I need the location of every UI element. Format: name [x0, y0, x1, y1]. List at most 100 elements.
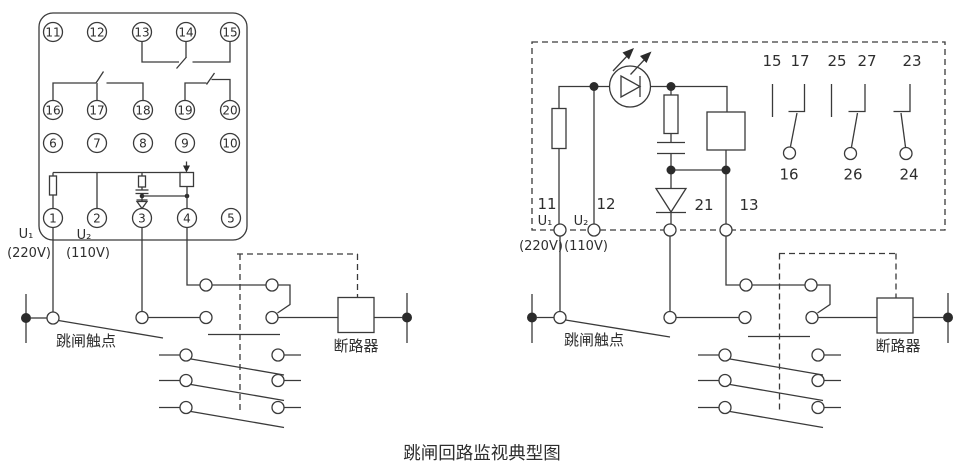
terminal-17: 17 [86, 99, 108, 121]
contact-label-24: 24 [899, 166, 918, 184]
terminal-label-13: 13 [739, 196, 758, 214]
coil-actuation-arrow [183, 165, 190, 173]
led-emission-arrow [622, 48, 634, 60]
led-emission-arrow [640, 51, 652, 63]
u1-voltage: (220V) [7, 246, 51, 261]
u1-voltage: (220V) [519, 239, 563, 254]
terminal-8: 8 [132, 132, 154, 154]
contact-terminal [199, 278, 213, 292]
circuit-breaker-box [876, 297, 914, 334]
left-relay-socket: 11 12 13 14 15 16 17 18 19 20 6 7 8 9 10… [7, 12, 248, 261]
figure-caption: 跳闸回路监视典型图 [403, 444, 561, 464]
contact-terminal [199, 310, 213, 325]
socket-internal-circuit [48, 161, 195, 210]
bus-junction-dot [402, 312, 412, 323]
svg-text:16: 16 [45, 104, 60, 118]
output-contact-group-2 [830, 84, 866, 161]
terminal-4: 4 [176, 207, 198, 229]
contact-label-25: 25 [827, 52, 846, 70]
circuit-breaker-box [337, 296, 375, 334]
contact-terminal [738, 310, 752, 325]
svg-text:18: 18 [135, 104, 150, 118]
svg-text:5: 5 [227, 212, 235, 226]
terminal-label-21: 21 [694, 196, 713, 214]
terminal-label-12: 12 [596, 195, 615, 213]
contact-label-16: 16 [779, 166, 798, 184]
terminal-21-pin [663, 223, 677, 237]
output-contact-group-1 [771, 84, 806, 160]
svg-text:8: 8 [139, 137, 147, 151]
svg-text:14: 14 [178, 26, 193, 40]
contact-terminal [804, 278, 818, 292]
terminal-13-pin [719, 223, 733, 237]
terminal-16: 16 [42, 99, 64, 121]
aux-contact-row [698, 373, 841, 402]
breaker-label: 断路器 [875, 337, 920, 355]
bus-junction-dot [943, 312, 953, 323]
contact-terminal [135, 310, 149, 325]
terminal-18: 18 [132, 99, 154, 121]
socket-contact-wires [52, 41, 231, 101]
contact-terminal [265, 278, 279, 292]
right-monitor-module: 15 17 25 27 23 16 26 24 11 12 21 13 U₁ U… [519, 41, 946, 254]
svg-text:7: 7 [93, 137, 101, 151]
terminal-15: 15 [219, 21, 241, 43]
svg-text:4: 4 [183, 212, 191, 226]
junction-dot [721, 165, 731, 175]
u2-voltage: (110V) [66, 246, 110, 261]
svg-text:10: 10 [222, 137, 237, 151]
breaker-label: 断路器 [333, 337, 378, 355]
diode-21 [654, 187, 688, 214]
socket-terminal-circles: 11 12 13 14 15 16 17 18 19 20 6 7 8 9 10… [42, 21, 242, 229]
terminal-5: 5 [220, 207, 242, 229]
left-lower-circuit: 跳闸触点 断路器 [21, 227, 412, 429]
trip-contact-label: 跳闸触点 [564, 331, 624, 349]
bus-junction-dot [21, 313, 31, 323]
bus-junction-dot [527, 312, 537, 323]
svg-text:1: 1 [49, 212, 57, 226]
led-diode-triangle [620, 74, 642, 99]
trip-contact-blade [565, 319, 671, 338]
trip-contact-terminal [553, 310, 567, 325]
terminal-11-pin [553, 223, 567, 237]
u2-label: U₂ [77, 228, 92, 243]
svg-text:15: 15 [222, 26, 237, 40]
diode-triangle [654, 187, 688, 214]
u2-label: U₂ [574, 214, 589, 229]
resistor [48, 175, 58, 196]
svg-text:12: 12 [89, 26, 104, 40]
breaker-linkage-dashed [778, 252, 897, 411]
contact-label-17: 17 [790, 52, 809, 70]
svg-text:3: 3 [138, 212, 146, 226]
contact-label-26: 26 [843, 166, 862, 184]
terminal-12-pin [587, 223, 601, 237]
junction-dot [666, 165, 676, 175]
svg-text:2: 2 [93, 212, 101, 226]
terminal-label-11: 11 [537, 195, 556, 213]
terminal-9: 9 [174, 132, 196, 154]
led-indicator [608, 48, 652, 108]
resistor [137, 175, 147, 188]
trip-contact-blade [58, 319, 164, 339]
trip-contact-terminal [46, 311, 60, 325]
terminal-19: 19 [174, 99, 196, 121]
terminal-12: 12 [86, 21, 108, 43]
contact-label-15: 15 [762, 52, 781, 70]
terminal-3: 3 [131, 207, 153, 229]
svg-text:17: 17 [89, 104, 104, 118]
terminal-11: 11 [42, 21, 64, 43]
terminal-6: 6 [42, 132, 64, 154]
aux-contact-row [159, 348, 301, 376]
contact-label-27: 27 [857, 52, 876, 70]
right-lower-circuit: 跳闸触点 断路器 [527, 236, 953, 429]
terminal-14: 14 [175, 21, 197, 43]
contact-terminal [739, 278, 753, 292]
svg-text:11: 11 [45, 26, 60, 40]
u1-label: U₁ [538, 214, 553, 229]
contact-terminal [805, 310, 819, 325]
aux-contact-row [698, 400, 841, 429]
resistor [551, 107, 567, 150]
aux-contact-row [698, 348, 841, 376]
